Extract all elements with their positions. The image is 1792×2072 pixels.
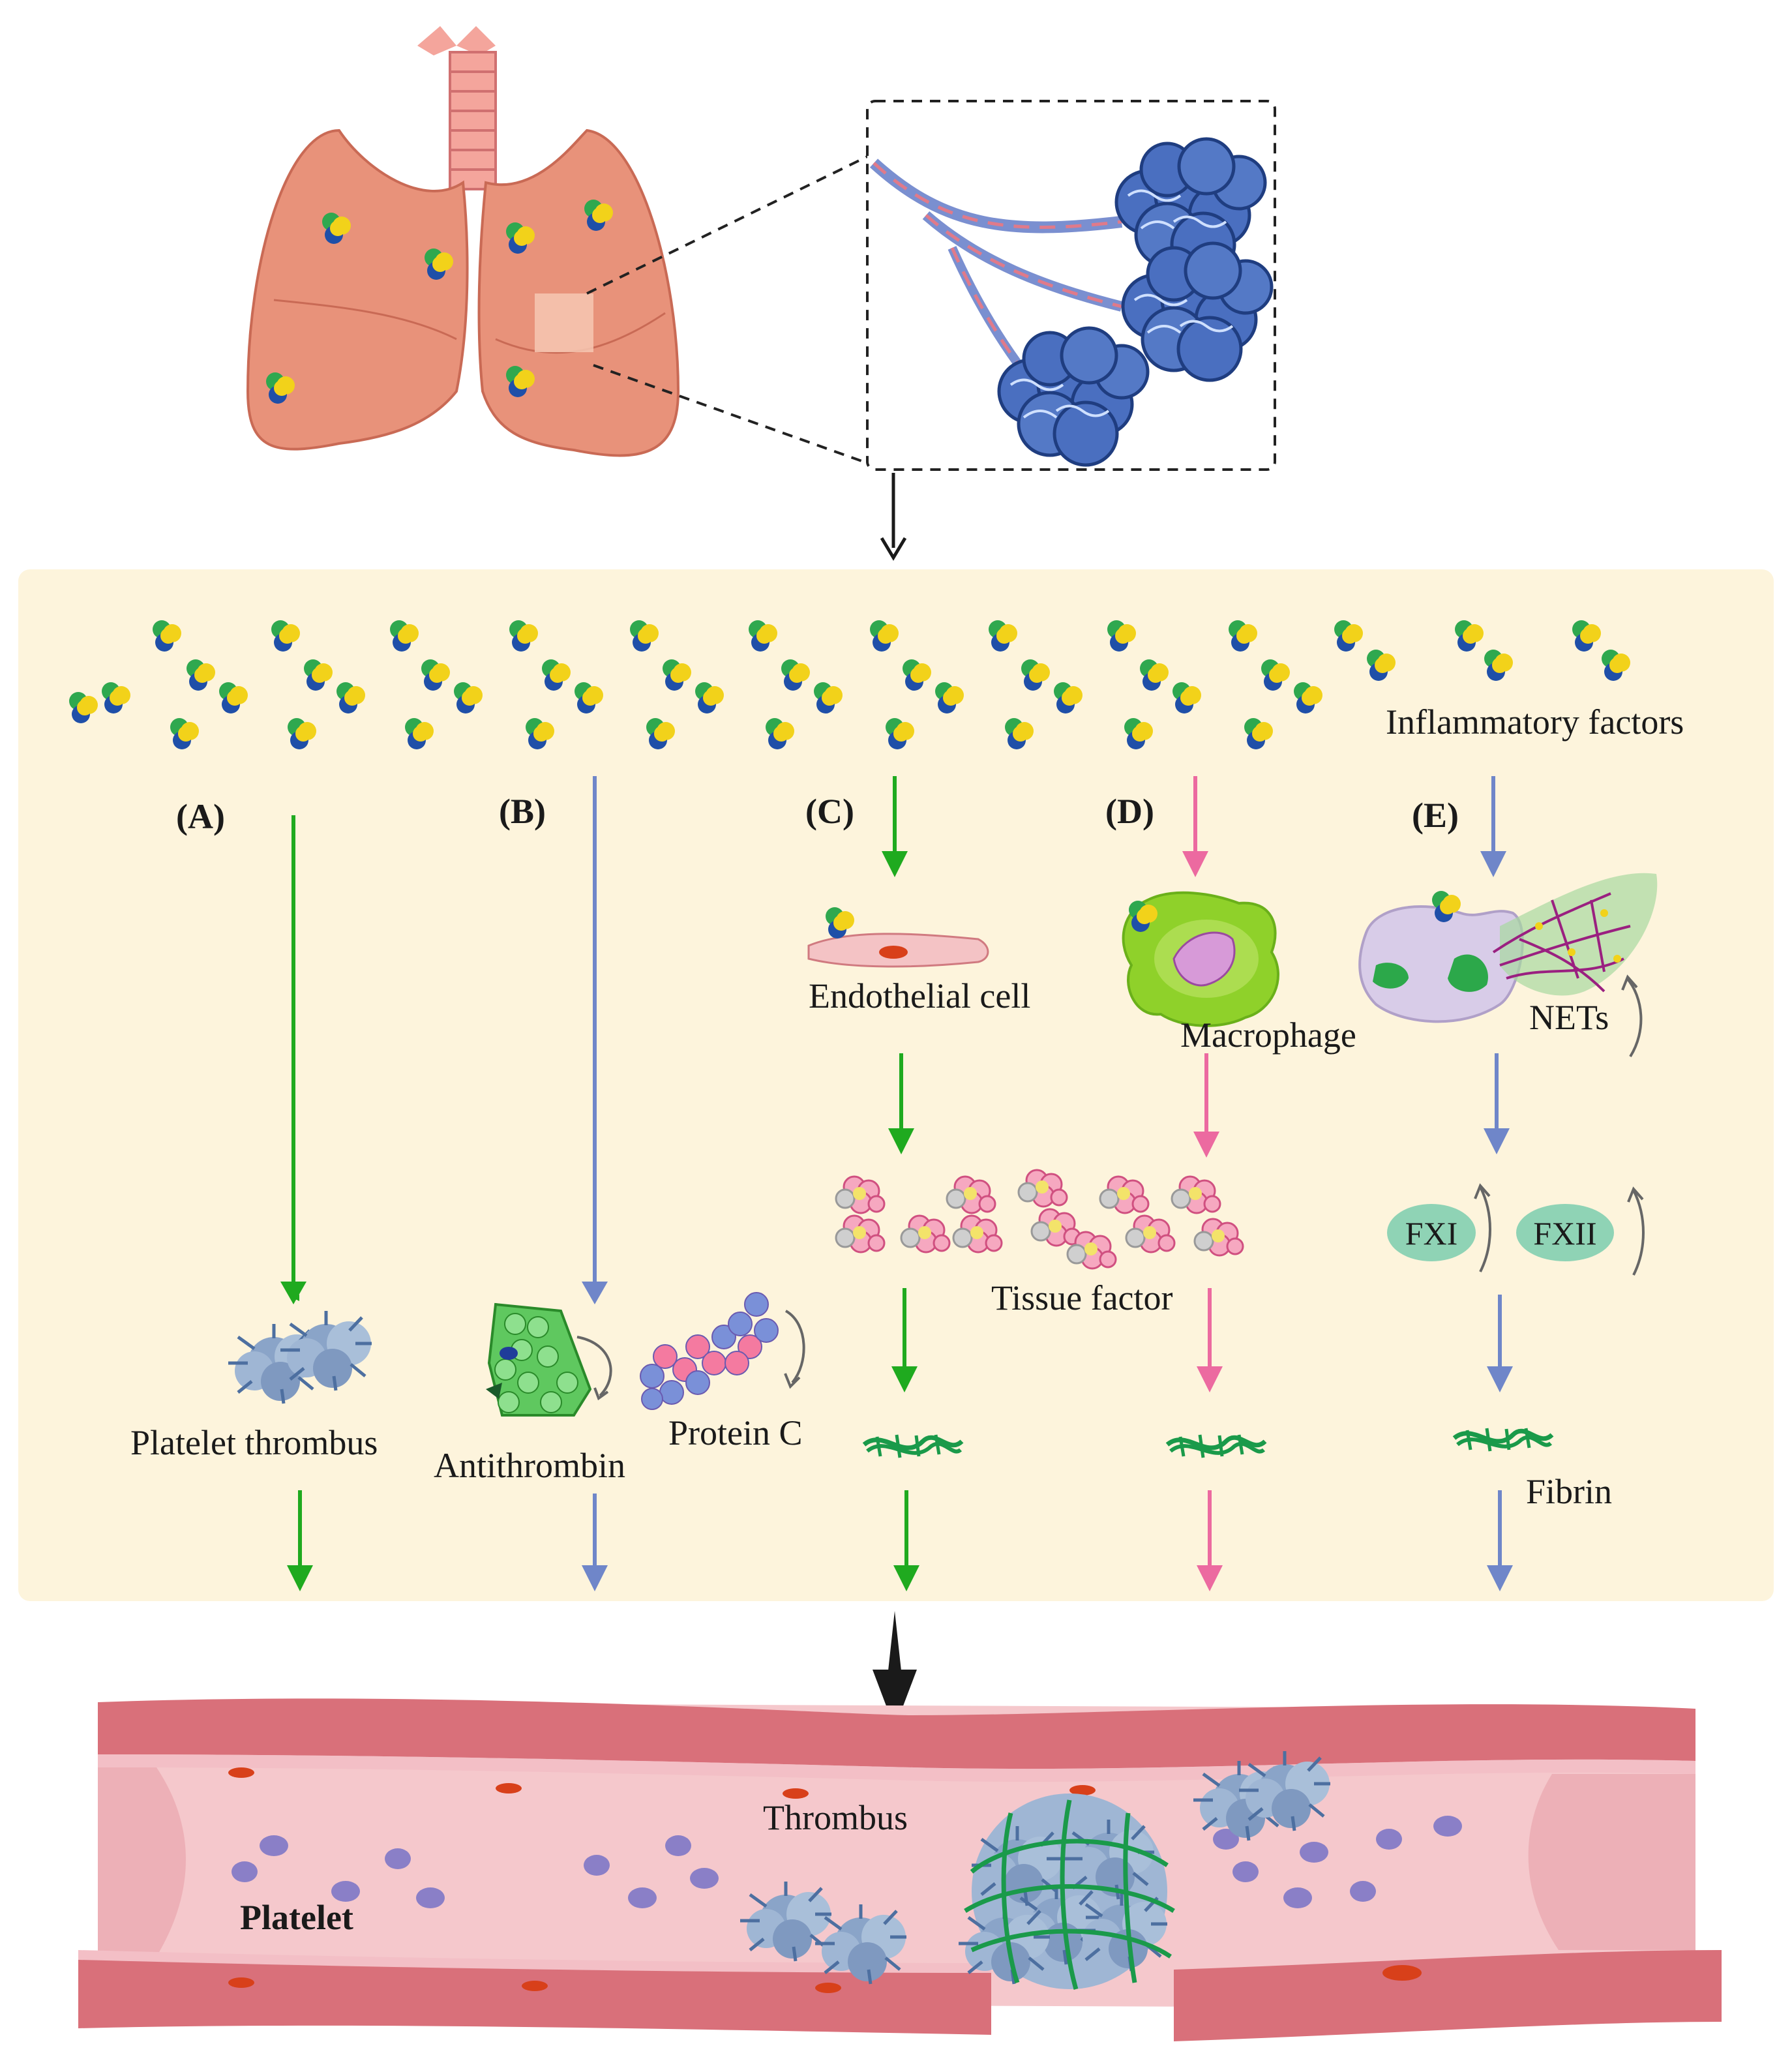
thrombus-label: Thrombus (763, 1798, 908, 1837)
protein-c-label: Protein C (668, 1413, 803, 1452)
platelet-label: Platelet (240, 1898, 353, 1937)
neutrophil-nets-icon (1358, 873, 1658, 1023)
panel-a-label: (A) (176, 797, 225, 836)
protein-c-icon (640, 1292, 779, 1410)
macrophage-icon (1122, 891, 1279, 1027)
fxii-label: FXII (1533, 1215, 1596, 1252)
antithrombin-icon (486, 1302, 592, 1417)
nets-label: NETs (1529, 998, 1609, 1037)
inflammatory-factors-label: Inflammatory factors (1386, 702, 1684, 742)
blood-vessel-illustration (78, 1698, 1722, 2041)
platelet-thrombus-label: Platelet thrombus (130, 1423, 378, 1462)
panel-d-label: (D) (1105, 792, 1154, 831)
fxi-label: FXI (1405, 1215, 1458, 1252)
lung-region-highlight (535, 293, 593, 352)
endothelial-cell-icon (807, 907, 989, 968)
antithrombin-label: Antithrombin (434, 1446, 625, 1485)
alveoli-illustration (869, 139, 1272, 465)
fibrin-label: Fibrin (1526, 1472, 1612, 1511)
panel-c-label: (C) (805, 792, 854, 831)
fxi-badge: FXI (1387, 1204, 1476, 1261)
fxii-badge: FXII (1516, 1204, 1614, 1261)
platelet-cells (231, 1816, 1462, 1908)
panel-b-label: (B) (499, 792, 546, 831)
thrombus-clot (959, 1794, 1175, 1990)
macrophage-label: Macrophage (1180, 1015, 1356, 1055)
lungs-illustration (246, 26, 680, 457)
panel-e-label: (E) (1412, 796, 1459, 835)
arrow-to-vessel (873, 1611, 917, 1728)
tissue-factor-label: Tissue factor (991, 1278, 1173, 1317)
mechanism-panel (18, 569, 1774, 1601)
endothelial-cell-label: Endothelial cell (809, 976, 1030, 1015)
